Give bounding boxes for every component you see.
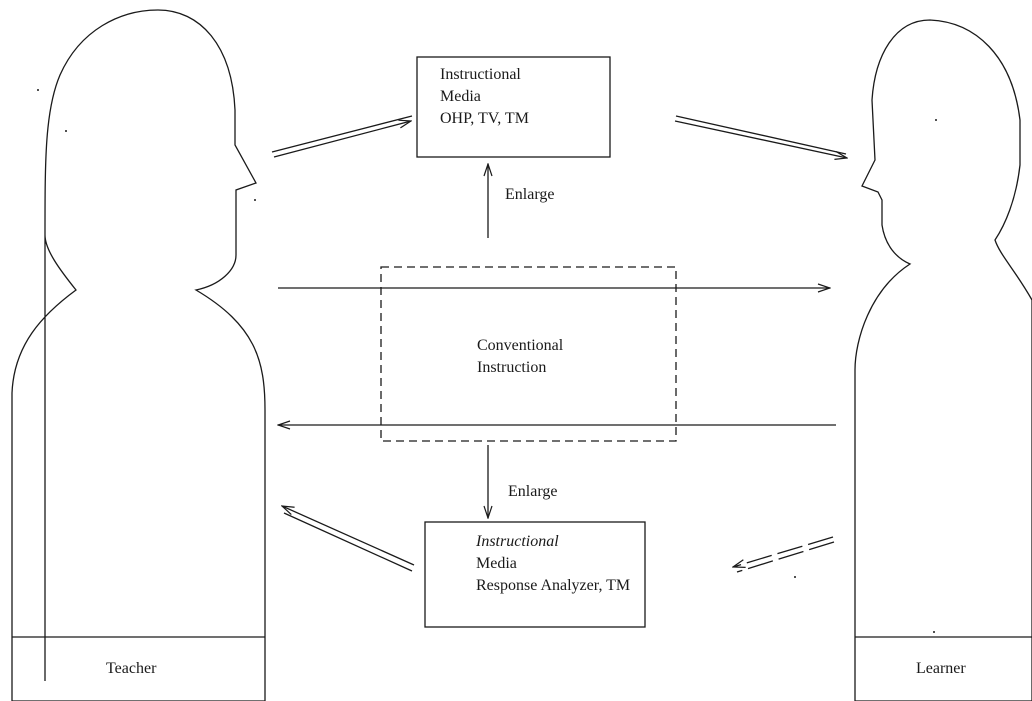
conventional-line-2: Instruction [477,359,547,376]
media-top-line-1: Instructional [440,66,521,83]
enlarge-up-label: Enlarge [505,186,555,203]
media-bottom-line-3: Response Analyzer, TM [476,577,631,594]
media-bottom-text: Instructional Media Response Analyzer, T… [476,531,630,597]
teacher-silhouette [11,9,266,701]
conventional-box [380,266,677,442]
conventional-line-1: Conventional [477,337,564,354]
media-box-bottom [424,521,646,628]
double-arrow-bottom-media-to-teacher [282,506,415,572]
media-top-line-2: Media [440,88,481,105]
double-arrow-top-media-to-learner [674,115,847,158]
conventional-text: Conventional Instruction [477,335,563,379]
media-bottom-line-1: Instructional [476,533,559,550]
teacher-label: Teacher [106,660,157,677]
media-bottom-line-2: Media [476,555,517,572]
double-arrow-teacher-to-top-media [271,115,412,158]
double-arrow-learner-to-bottom-media [733,536,835,573]
media-top-line-3: OHP, TV, TM [440,110,529,127]
enlarge-down-label: Enlarge [508,483,558,500]
learner-label: Learner [916,660,966,677]
learner-silhouette [854,19,1032,701]
scan-specks [37,89,937,633]
media-box-top [416,56,611,158]
media-top-text: Instructional Media OHP, TV, TM [440,64,529,130]
